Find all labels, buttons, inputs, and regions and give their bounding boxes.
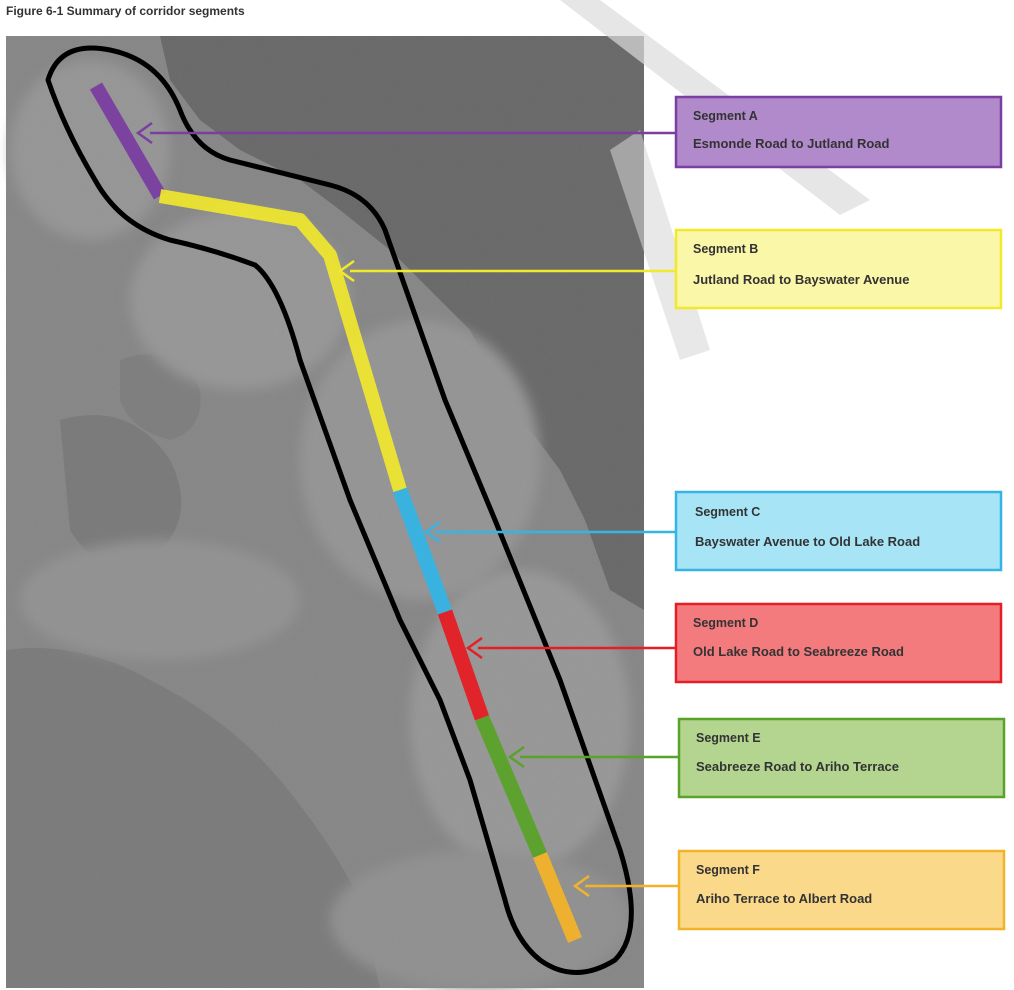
aerial-image	[6, 36, 644, 990]
corridor-boundary	[45, 45, 634, 975]
figure-caption: Figure 6-1 Summary of corridor segments	[6, 4, 245, 18]
segment-f-description: Ariho Terrace to Albert Road	[696, 891, 872, 906]
route-segment-f	[533, 852, 582, 943]
arrow-segment-e	[507, 745, 678, 769]
route-segment-e	[475, 715, 547, 858]
label-segment-b: Segment B Jutland Road to Bayswater Aven…	[674, 228, 1003, 310]
label-segment-c: Segment C Bayswater Avenue to Old Lake R…	[674, 490, 1003, 572]
segment-d-title: Segment D	[693, 616, 758, 630]
segment-e-title: Segment E	[696, 731, 761, 745]
segment-b-description: Jutland Road to Bayswater Avenue	[693, 272, 909, 287]
segment-b-title: Segment B	[693, 242, 758, 256]
arrow-segment-a	[135, 121, 675, 145]
label-segment-e: Segment E Seabreeze Road to Ariho Terrac…	[677, 717, 1006, 799]
leader-arrows	[135, 121, 678, 898]
segment-labels: Segment A Esmonde Road to Jutland Road S…	[674, 95, 1006, 931]
route-segment-a	[89, 82, 167, 200]
arrow-segment-c	[423, 520, 675, 544]
arrow-segment-f	[572, 874, 678, 898]
route-segment-d	[437, 609, 490, 721]
label-segment-d: Segment D Old Lake Road to Seabreeze Roa…	[674, 602, 1003, 684]
segment-e-description: Seabreeze Road to Ariho Terrace	[696, 759, 899, 774]
segment-f-title: Segment F	[696, 863, 760, 877]
route-segment-c	[392, 487, 453, 615]
route-lines	[89, 82, 582, 943]
label-segment-f: Segment F Ariho Terrace to Albert Road	[677, 849, 1006, 931]
segment-a-description: Esmonde Road to Jutland Road	[693, 136, 890, 151]
arrow-segment-d	[465, 636, 675, 660]
segment-c-description: Bayswater Avenue to Old Lake Road	[695, 534, 920, 549]
segment-d-description: Old Lake Road to Seabreeze Road	[693, 644, 904, 659]
arrow-segment-b	[337, 259, 675, 283]
label-segment-a: Segment A Esmonde Road to Jutland Road	[674, 95, 1003, 169]
segment-a-title: Segment A	[693, 109, 758, 123]
segment-c-title: Segment C	[695, 505, 760, 519]
route-segment-b	[158, 189, 407, 492]
